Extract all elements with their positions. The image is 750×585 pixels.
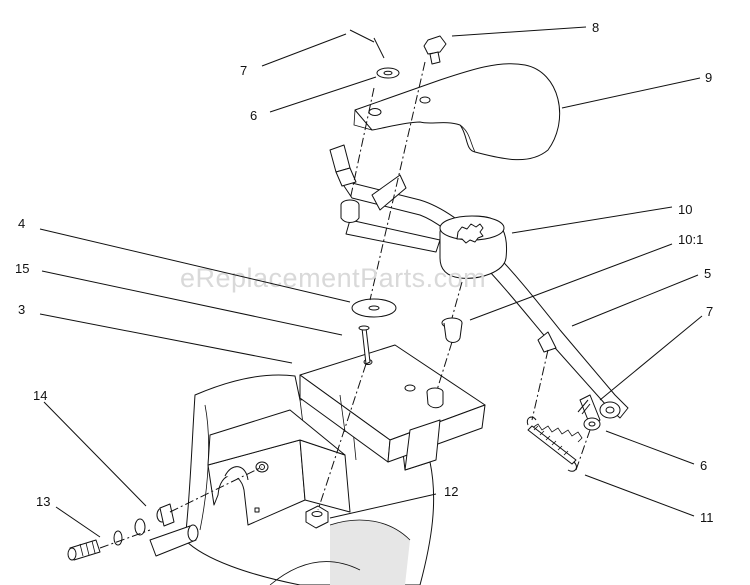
- washer-part-6-lower: [583, 417, 601, 431]
- callout-3: 3: [18, 302, 25, 317]
- callout-11: 11: [700, 510, 714, 525]
- callout-6-upper: 6: [250, 108, 257, 123]
- assembly-centerlines: [99, 61, 591, 549]
- watermark-text: eReplacementParts.com: [180, 263, 486, 293]
- bolt-part-8: [423, 35, 447, 65]
- callout-9: 9: [705, 70, 712, 85]
- callout-12: 12: [444, 484, 458, 499]
- washer-part-6-upper: [376, 67, 400, 79]
- bushing-lower: [149, 524, 199, 557]
- callout-14: 14: [33, 388, 47, 403]
- cam-hub-part-10: [439, 215, 508, 279]
- cotter-pin-part-7-lower: [577, 399, 591, 415]
- callout-7-upper: 7: [240, 63, 247, 78]
- callout-labels: 7 8 9 6 10 10:1 4 15 3 5 7 14 6 12 13 11: [15, 20, 714, 525]
- callout-10-1: 10:1: [678, 232, 703, 247]
- callout-4: 4: [18, 216, 25, 231]
- cotter-pin-part-7-upper: [349, 29, 385, 59]
- callout-10: 10: [678, 202, 692, 217]
- bushing-part-10-1: [441, 317, 463, 343]
- callout-13: 13: [36, 494, 50, 509]
- callout-7-lower: 7: [706, 304, 713, 319]
- leader-lines: [39, 26, 703, 538]
- nut-lower-rod: [426, 387, 444, 409]
- pivot-rod-part-5: [329, 144, 629, 426]
- washer-part-14: [113, 503, 175, 546]
- bracket-part-3: [299, 344, 486, 471]
- washer-part-4: [351, 298, 397, 318]
- bolt-part-13: [67, 539, 101, 561]
- callout-6-lower: 6: [700, 458, 707, 473]
- callout-15: 15: [15, 261, 29, 276]
- nut-part-12: [305, 505, 329, 529]
- callout-5: 5: [704, 266, 711, 281]
- callout-8: 8: [592, 20, 599, 35]
- pin-part-15: [358, 325, 371, 365]
- spacer-upper: [340, 199, 360, 223]
- control-plate-part-9: [353, 63, 561, 161]
- spring-part-11: [526, 416, 583, 472]
